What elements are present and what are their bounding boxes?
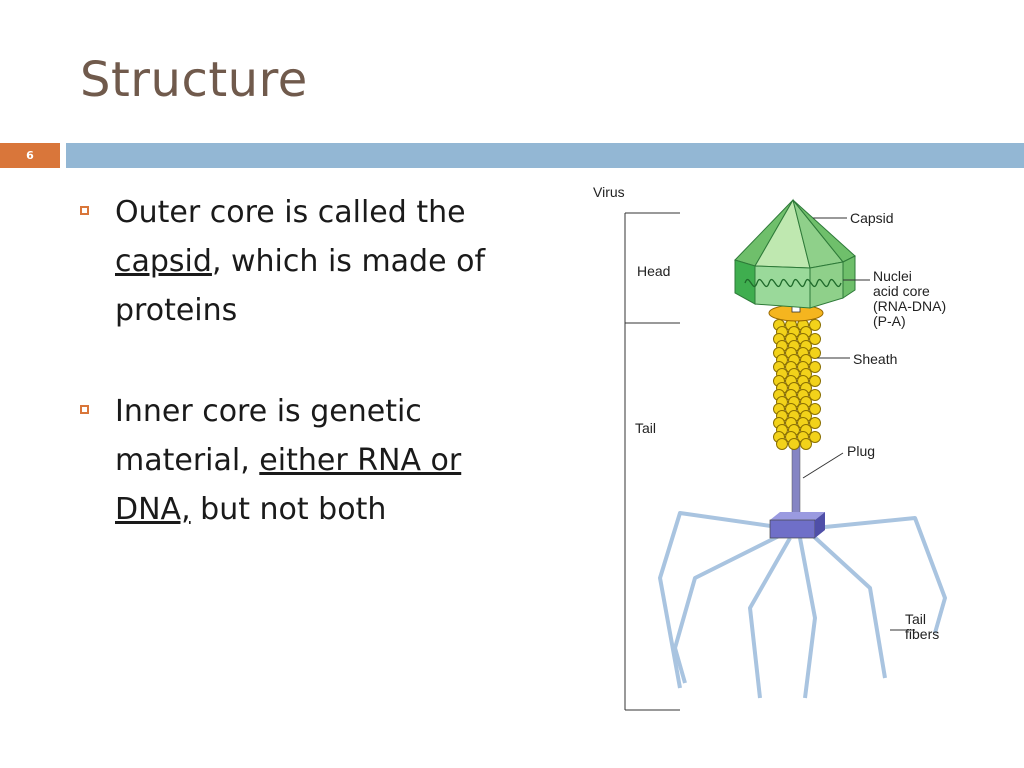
square-bullet-icon xyxy=(80,206,89,215)
label-virus: Virus xyxy=(593,184,625,200)
sheath-bead xyxy=(788,438,800,450)
label-tail-fibers-1: Tail xyxy=(905,611,926,627)
sheath-bead xyxy=(809,375,821,387)
label-tail: Tail xyxy=(635,420,656,436)
underlined-term: capsid xyxy=(115,244,212,279)
bullet-text: Inner core is genetic material, xyxy=(115,394,422,478)
sheath-bead xyxy=(809,347,821,359)
label-head: Head xyxy=(637,263,670,279)
sheath-bead xyxy=(776,438,788,450)
bracket-lines xyxy=(624,212,680,711)
bullet-item-capsid: Outer core is called the capsid, which i… xyxy=(80,188,500,335)
square-bullet-icon xyxy=(80,405,89,414)
bullet-list: Outer core is called the capsid, which i… xyxy=(80,188,500,534)
nucleic-acid-coil xyxy=(744,278,842,288)
label-plug: Plug xyxy=(847,443,875,459)
slide-number: 6 xyxy=(0,143,60,168)
label-sheath: Sheath xyxy=(853,351,897,367)
bullet-text: , which is made of proteins xyxy=(115,244,485,328)
bullet-text: Outer core is called the xyxy=(115,195,466,230)
sheath-bead xyxy=(800,438,812,450)
label-nucleic-3: (RNA-DNA) xyxy=(873,298,946,314)
leader-lines xyxy=(802,217,915,631)
underlined-term: either RNA or DNA, xyxy=(115,443,462,527)
label-nucleic-4: (P-A) xyxy=(873,313,906,329)
tail-fibers xyxy=(658,511,947,699)
virus-diagram: Virus Head Tail Capsid Nucl xyxy=(593,184,947,711)
sheath-bead xyxy=(809,361,821,373)
sheath xyxy=(773,319,821,450)
bullet-item-genetic: Inner core is genetic material, either R… xyxy=(80,387,500,534)
header-bar: 6 xyxy=(0,143,1024,168)
sheath-bead xyxy=(809,417,821,429)
capsid xyxy=(734,198,856,309)
accent-bar xyxy=(66,143,1024,168)
label-capsid: Capsid xyxy=(850,210,894,226)
sheath-bead xyxy=(809,431,821,443)
sheath-bead xyxy=(809,403,821,415)
label-nucleic-1: Nuclei xyxy=(873,268,912,284)
label-tail-fibers-2: fibers xyxy=(905,626,939,642)
plug xyxy=(770,512,825,520)
slide-title: Structure xyxy=(80,52,308,108)
bullet-text: but not both xyxy=(190,492,387,527)
sheath-bead xyxy=(809,319,821,331)
sheath-bead xyxy=(809,333,821,345)
tail-rod xyxy=(791,439,801,516)
label-nucleic-2: acid core xyxy=(873,283,930,299)
sheath-bead xyxy=(809,389,821,401)
